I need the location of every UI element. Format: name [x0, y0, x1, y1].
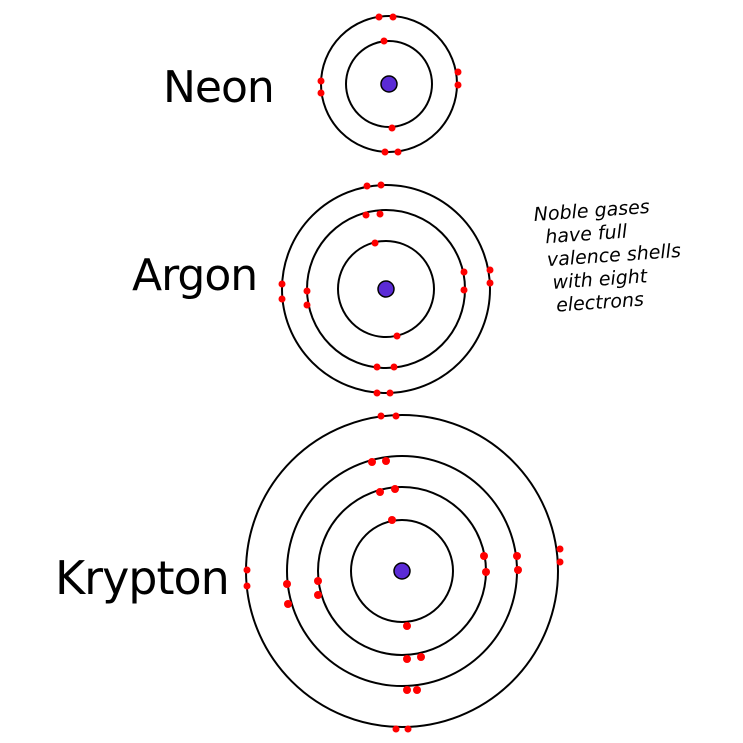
electron: [486, 266, 494, 274]
neon-label: Neon: [163, 62, 275, 113]
electron: [243, 582, 251, 590]
electron: [380, 37, 388, 45]
electron: [480, 552, 488, 560]
electron: [317, 77, 325, 85]
electron: [486, 279, 494, 287]
electron: [382, 457, 390, 465]
electron: [386, 389, 394, 397]
electron: [513, 552, 521, 560]
electron: [403, 655, 411, 663]
electron: [376, 488, 384, 496]
electron: [556, 545, 564, 553]
neon-electrons: [317, 13, 462, 156]
electron: [314, 591, 322, 599]
electron: [390, 363, 398, 371]
electron: [556, 558, 564, 566]
electron: [377, 181, 385, 189]
electron: [278, 295, 286, 303]
electron: [454, 81, 462, 89]
electron: [381, 148, 389, 156]
electron: [278, 280, 286, 288]
electron: [373, 389, 381, 397]
krypton-electrons: [243, 412, 564, 733]
annotation-note: Noble gases have full valence shells wit…: [533, 194, 685, 319]
neon-nucleus: [380, 75, 398, 93]
electron: [375, 13, 383, 21]
electron: [303, 301, 311, 309]
krypton-shell-1: [350, 519, 454, 623]
argon-atom: [278, 181, 494, 397]
electron: [362, 211, 370, 219]
electron: [460, 268, 468, 276]
electron: [389, 13, 397, 21]
electron: [377, 412, 385, 420]
electron: [460, 286, 468, 294]
electron: [388, 516, 396, 524]
electron: [371, 239, 379, 247]
argon-shell-3: [281, 184, 491, 394]
electron: [283, 580, 291, 588]
neon-atom: [317, 13, 462, 156]
electron: [403, 686, 411, 694]
electron: [417, 653, 425, 661]
electron: [392, 412, 400, 420]
electron: [403, 622, 411, 630]
electron: [368, 458, 376, 466]
electron: [514, 566, 522, 574]
electron: [394, 148, 402, 156]
electron: [454, 68, 462, 76]
electron: [413, 686, 421, 694]
electron: [243, 566, 251, 574]
electron: [482, 568, 490, 576]
electron: [391, 485, 399, 493]
electron: [373, 363, 381, 371]
argon-nucleus: [377, 280, 395, 298]
krypton-nucleus: [393, 562, 411, 580]
argon-label: Argon: [132, 250, 258, 301]
electron: [284, 600, 292, 608]
electron: [314, 577, 322, 585]
electron: [388, 124, 396, 132]
electron: [376, 210, 384, 218]
argon-electrons: [278, 181, 494, 397]
krypton-atom: [243, 412, 564, 733]
electron: [393, 332, 401, 340]
electron: [392, 725, 400, 733]
electron: [303, 287, 311, 295]
electron: [404, 725, 412, 733]
electron: [363, 182, 371, 190]
krypton-label: Krypton: [55, 551, 230, 605]
argon-shell-1: [337, 240, 435, 338]
electron: [317, 89, 325, 97]
